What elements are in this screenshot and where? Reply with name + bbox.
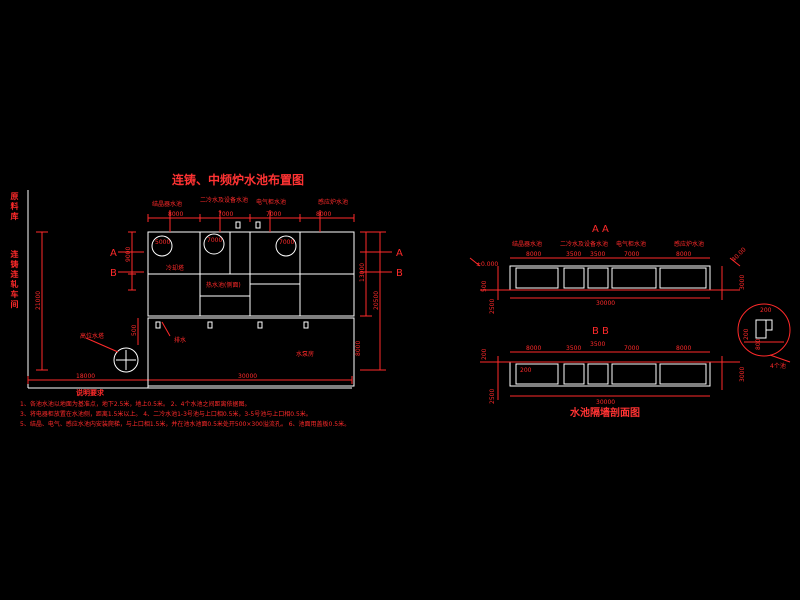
plan-a-right: A [396,248,403,259]
detail-dim-2: 200 [743,328,750,340]
right-dim-20500: 20500 [373,291,380,310]
plan-top-dim-2: 7000 [218,211,233,218]
aa-dim-4: 7000 [624,251,639,258]
inner-label-2: 热水池(侧面) [206,281,241,289]
aa-pool-3: 电气柜水池 [616,240,646,248]
detail-dim-3: 800 [755,338,762,350]
bb-total: 30000 [596,399,615,406]
plan-b-right: B [396,268,403,279]
pool-label-1: 结晶器水池 [152,200,182,208]
notes-heading: 说明要求 [76,389,104,397]
cooling-label-3: 7000 [279,239,294,246]
bb-dim-5: 8000 [676,345,691,352]
right-dim-8000: 8000 [355,341,362,356]
note-line-1: 1、各池水池以地面为基准点，地下2.5米，地上0.5米。 2、4个水池之间距离依… [20,401,251,408]
left-dim-500: 500 [131,324,138,336]
pool-label-4: 感应炉水池 [318,198,348,206]
aa-pool-4: 感应炉水池 [674,240,704,248]
left-vertical-mid: 连铸连轧车间 [10,250,19,309]
water-tower-label: 高位水塔 [80,332,104,340]
note-line-3: 5、结晶、电气、感应水池内安装爬梯，与上口相1.5米，并在池水池面0.5米处开5… [20,421,351,428]
drain-label: 排水 [174,336,186,344]
plan-a-left: A [110,248,117,259]
plan-title: 连铸、中频炉水池布置图 [172,173,305,187]
pool-label-2: 二冷水及设备水池 [200,196,248,204]
section-aa-label: A A [592,224,609,235]
cooling-label-1: 5000 [155,239,170,246]
vertical-dim-21000: 21000 [35,291,42,310]
detail-label: 4个池 [770,362,786,370]
aa-pool-1: 结晶器水池 [512,240,542,248]
aa-dim-5: 8000 [676,251,691,258]
aa-left-2: 500 [481,280,488,292]
bb-left-2: 2500 [489,389,496,404]
inner-label-1: 冷却塔 [166,264,184,272]
bb-dim-3: 3500 [590,341,605,348]
bottom-dim-18000: 18000 [76,373,95,380]
bb-dim-4: 7000 [624,345,639,352]
bottom-dim-30000: 30000 [238,373,257,380]
aa-dim-2: 3500 [566,251,581,258]
bb-left-1: 200 [481,348,488,360]
bb-right-1: 3000 [739,367,746,382]
aa-total: 30000 [596,300,615,307]
left-vertical-top: 原料库 [10,192,19,221]
plan-b-left: B [110,268,117,279]
plan-top-dim-4: 8000 [316,211,331,218]
aa-left-1: ±0.000 [476,261,498,268]
plan-top-dim-1: 8000 [168,211,183,218]
pump-room-label: 水泵房 [296,350,314,358]
pool-label-3: 电气柜水池 [256,198,286,206]
aa-dim-1: 8000 [526,251,541,258]
plan-top-dim-3: 7000 [266,211,281,218]
detail-dim-1: 200 [760,307,772,314]
left-dim-9000: 9000 [125,247,132,262]
cooling-label-2: 7000 [207,237,222,244]
aa-right-1: 40.00 [730,246,747,263]
bb-dim-2: 3500 [566,345,581,352]
aa-left-3: 2500 [489,299,496,314]
right-dim-13000: 13000 [359,263,366,282]
aa-pool-2: 二冷水及设备水池 [560,240,608,248]
bb-dim-1: 8000 [526,345,541,352]
bb-inner: 200 [520,367,532,374]
note-line-2: 3、将电器柜放置在水池侧，距离1.5米以上。 4、二冷水池1-3号池与上口相0.… [20,411,312,418]
section-caption: 水池隔墙剖面图 [570,408,640,419]
section-bb-label: B B [592,326,609,337]
aa-dim-3: 3500 [590,251,605,258]
aa-right-2: 3000 [739,275,746,290]
